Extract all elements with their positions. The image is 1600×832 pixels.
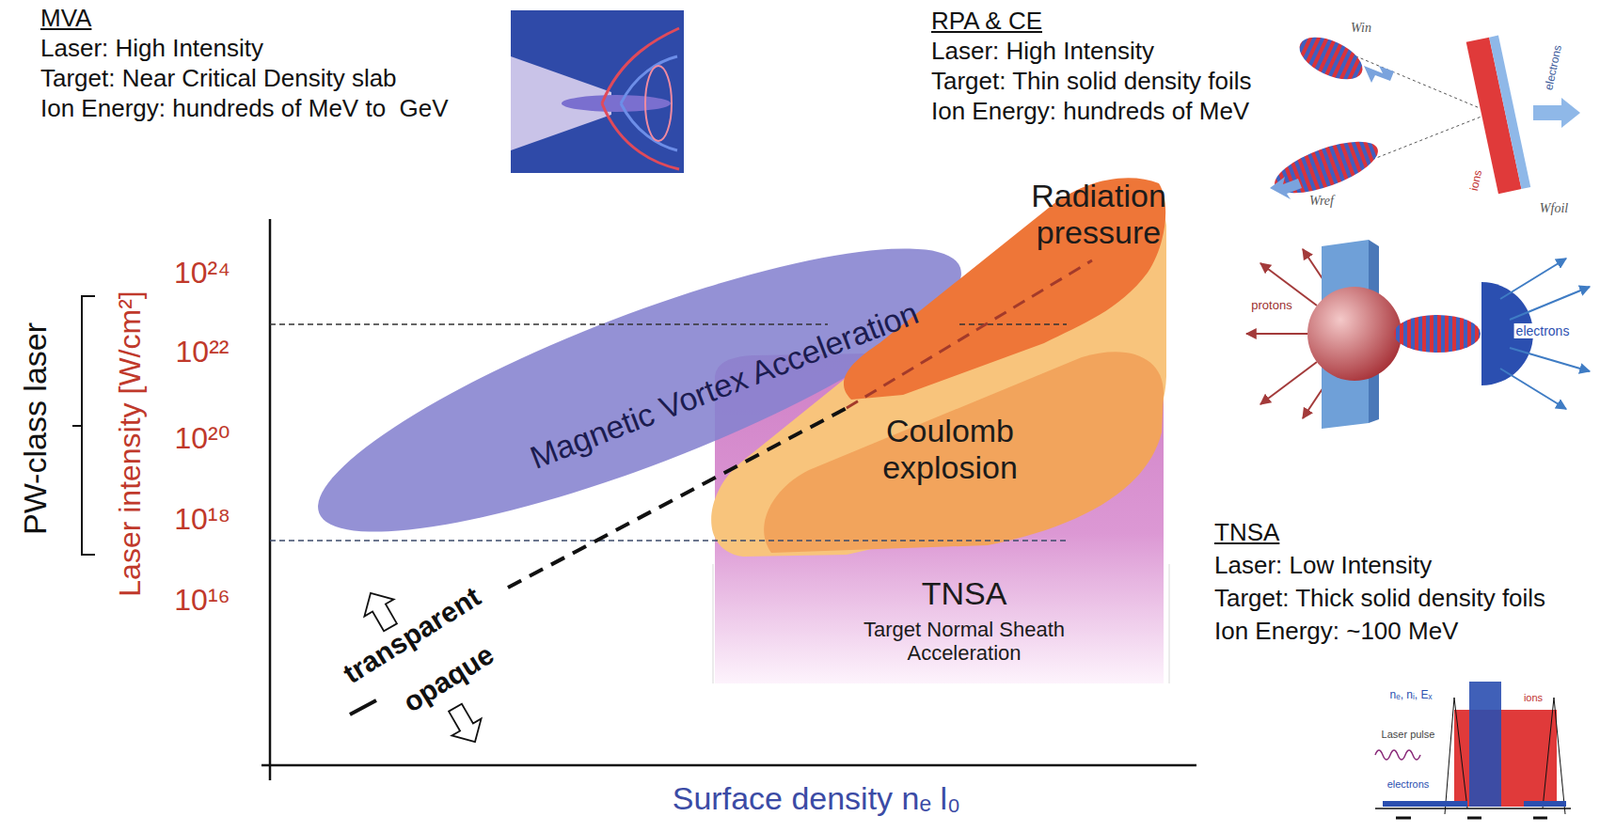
block-line: Target: Thick solid density foils <box>1214 585 1546 614</box>
block-line: Target: Near Critical Density slab <box>40 64 397 94</box>
tick-label: 10¹⁶ <box>174 583 230 618</box>
rpa-illustration-part <box>1269 176 1302 200</box>
tnsa-profile-plot-part <box>1395 817 1548 821</box>
tnsa-illustration <box>1246 239 1590 429</box>
block-line: Laser: Low Intensity <box>1214 552 1432 581</box>
tnsa-profile-plot-part <box>1444 697 1566 815</box>
plot-label: electrons <box>1387 778 1430 792</box>
plot-label: ions <box>1523 692 1543 705</box>
axis-title: Laser intensity [W/cm²] <box>112 290 148 597</box>
tnsa-profile-plot-part <box>1375 807 1571 810</box>
block-line: Ion Energy: hundreds of MeV to GeV <box>40 95 449 124</box>
energy-label: Win <box>1350 20 1372 36</box>
block-line: Target: Thin solid density foils <box>931 67 1252 96</box>
mva-illustration-part <box>645 65 672 142</box>
block-line: Ion Energy: ~100 MeV <box>1214 617 1458 647</box>
tnsa-profile-plot-part <box>1523 801 1567 808</box>
threshold-line-part <box>349 700 377 715</box>
tnsa-profile-plot-part <box>1382 801 1468 808</box>
rpa-illustration-part <box>1533 97 1581 128</box>
mva-illustration-part <box>601 28 680 170</box>
block-heading: MVA <box>40 4 92 33</box>
region-subtitle: Target Normal Sheath Acceleration <box>851 617 1078 666</box>
block-heading: TNSA <box>1214 519 1280 548</box>
intensity-limit-lines-part <box>269 323 828 326</box>
tnsa-illustration-part-part <box>1246 332 1310 335</box>
tnsa-illustration-part-part <box>1500 368 1567 410</box>
rpa-illustration <box>1268 28 1581 204</box>
bracket <box>72 296 96 555</box>
tick-label: 10¹⁸ <box>174 502 231 538</box>
regime-region: Radiation pressure <box>827 164 1176 410</box>
tnsa-profile-plot-part <box>1375 750 1421 761</box>
tnsa-illustration-part-part <box>1500 258 1567 300</box>
energy-label: Wfoil <box>1539 201 1569 217</box>
rpa-illustration-part <box>1268 130 1385 204</box>
region-label: Radiation pressure <box>999 177 1198 252</box>
mva-illustration-part <box>620 56 678 151</box>
rpa-illustration-part-part <box>1489 35 1531 190</box>
tnsa-illustration-part <box>1394 315 1481 353</box>
rpa-illustration-part <box>1363 65 1395 83</box>
mva-illustration-part <box>510 10 684 174</box>
tnsa-illustration-part-part <box>1509 286 1590 320</box>
tnsa-illustration-part-part <box>1509 348 1590 372</box>
axes-part <box>261 764 1197 768</box>
particle-label: ions <box>1468 169 1486 192</box>
tnsa-illustration-part-part <box>1260 362 1317 405</box>
plot-label: nₑ, nᵢ, Eₓ <box>1390 689 1433 703</box>
block-heading: RPA & CE <box>931 7 1043 36</box>
particle-label: electrons <box>1514 323 1572 339</box>
tnsa-illustration-part <box>1307 286 1402 381</box>
tnsa-profile-plot <box>1375 681 1571 819</box>
axis-title: Surface density nₑ l₀ <box>672 780 961 818</box>
region-label: Coulomb explosion <box>851 412 1049 487</box>
tnsa-profile-plot-part <box>1469 681 1502 808</box>
block-line: Laser: High Intensity <box>931 37 1155 66</box>
axes-part <box>269 219 272 781</box>
plot-label: Laser pulse <box>1381 728 1436 742</box>
tick-label: 10²⁰ <box>174 421 230 457</box>
particle-label: protons <box>1249 299 1294 314</box>
rpa-illustration-part <box>1466 35 1532 195</box>
region-label: TNSA <box>921 575 1008 613</box>
tnsa-illustration-part <box>1500 258 1590 410</box>
mva-illustration <box>510 10 684 174</box>
outline-arrows-part <box>440 699 490 751</box>
particle-label: electrons <box>1542 44 1566 93</box>
energy-label: Wref <box>1309 193 1334 209</box>
block-line: Laser: High Intensity <box>40 34 264 64</box>
block-line: Ion Energy: hundreds of MeV <box>931 97 1250 127</box>
tick-label: 10²⁴ <box>174 255 231 291</box>
rpa-illustration-part <box>1293 28 1369 88</box>
tick-label: 10²² <box>175 334 230 370</box>
axis-bracket-label: PW-class laser <box>16 322 54 536</box>
mva-illustration-part <box>561 95 671 112</box>
